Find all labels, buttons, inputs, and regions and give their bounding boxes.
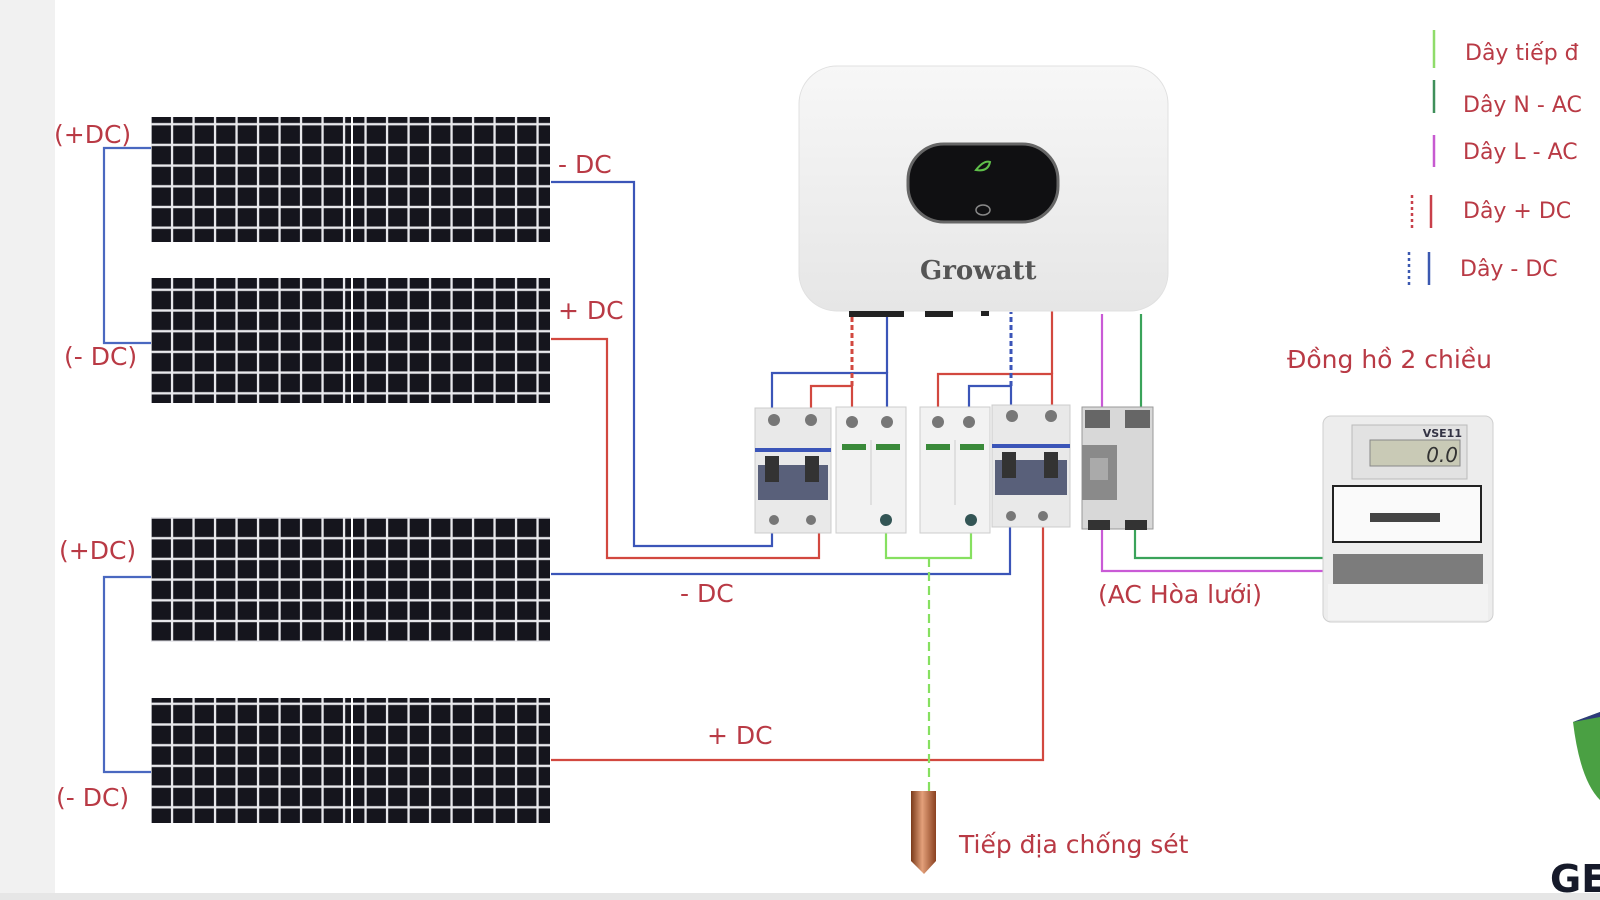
wire-string2-minus — [551, 520, 1012, 576]
dc-breaker-2 — [991, 404, 1071, 528]
wire-string2-plus — [551, 515, 1045, 762]
label-string2-plus-out: + DC — [707, 721, 773, 750]
series-link-2 — [102, 575, 151, 774]
label-string1-minus-out: - DC — [558, 150, 612, 179]
meter-reading: 0.0 — [1426, 443, 1458, 467]
legend-item-ac-l: Dây L - AC — [1432, 135, 1578, 167]
surge-protector-1 — [835, 406, 907, 534]
wire-string1-minus — [551, 180, 774, 548]
legend: Dây tiếp đ Dây N - AC Dây L - AC Dây + D… — [1407, 30, 1582, 285]
inverter: Growatt — [798, 65, 1169, 317]
ac-breaker — [1081, 406, 1154, 530]
logo-text: GE — [1550, 857, 1600, 900]
bottom-margin — [0, 893, 1600, 900]
wires — [102, 146, 1327, 791]
bidirectional-meter: 0.0 VSE11 — [1322, 415, 1494, 623]
label-string1-plus: (+DC) — [54, 120, 131, 149]
label-string1-plus-out: + DC — [558, 296, 624, 325]
inverter-brand: Growatt — [920, 256, 1037, 286]
label-string2-minus-out: - DC — [680, 579, 734, 608]
svg-text:Dây N - AC: Dây N - AC — [1463, 93, 1582, 118]
dc-breaker-1 — [754, 407, 832, 534]
button-icon — [975, 204, 991, 216]
surge-protector-2 — [919, 406, 991, 534]
label-string2-plus: (+DC) — [59, 536, 136, 565]
legend-item-dc-minus: Dây - DC — [1407, 252, 1558, 285]
series-link-1 — [102, 146, 151, 345]
meter-model: VSE11 — [1423, 427, 1462, 440]
solar-panel-4 — [151, 698, 550, 823]
legend-item-dc-plus: Dây + DC — [1410, 195, 1571, 228]
label-ac-grid: (AC Hòa lưới) — [1098, 580, 1262, 609]
svg-text:Dây L - AC: Dây L - AC — [1463, 140, 1578, 165]
company-logo: GE — [1550, 712, 1600, 900]
left-margin — [0, 0, 55, 900]
inverter-display — [906, 142, 1060, 224]
leaf-icon — [974, 160, 992, 172]
legend-item-ac-n: Dây N - AC — [1432, 80, 1582, 118]
wire-string1-plus — [551, 337, 821, 560]
solar-panel-2 — [151, 278, 550, 403]
label-meter-title: Đồng hồ 2 chiều — [1287, 345, 1492, 374]
ground-rod — [911, 791, 936, 874]
label-string1-minus: (- DC) — [64, 342, 137, 371]
meter-display — [1369, 439, 1461, 467]
svg-text:Dây tiếp đ: Dây tiếp đ — [1465, 41, 1579, 66]
label-string2-minus: (- DC) — [56, 783, 129, 812]
solar-panel-1 — [151, 117, 550, 242]
label-ground-rod: Tiếp địa chống sét — [958, 830, 1189, 859]
wire-ac-l — [1100, 528, 1327, 573]
svg-text:Dây - DC: Dây - DC — [1460, 257, 1558, 282]
svg-text:Dây + DC: Dây + DC — [1463, 199, 1571, 224]
solar-panel-3 — [151, 517, 550, 642]
legend-item-ground: Dây tiếp đ — [1432, 30, 1579, 68]
wire-ac-n — [1133, 528, 1327, 560]
